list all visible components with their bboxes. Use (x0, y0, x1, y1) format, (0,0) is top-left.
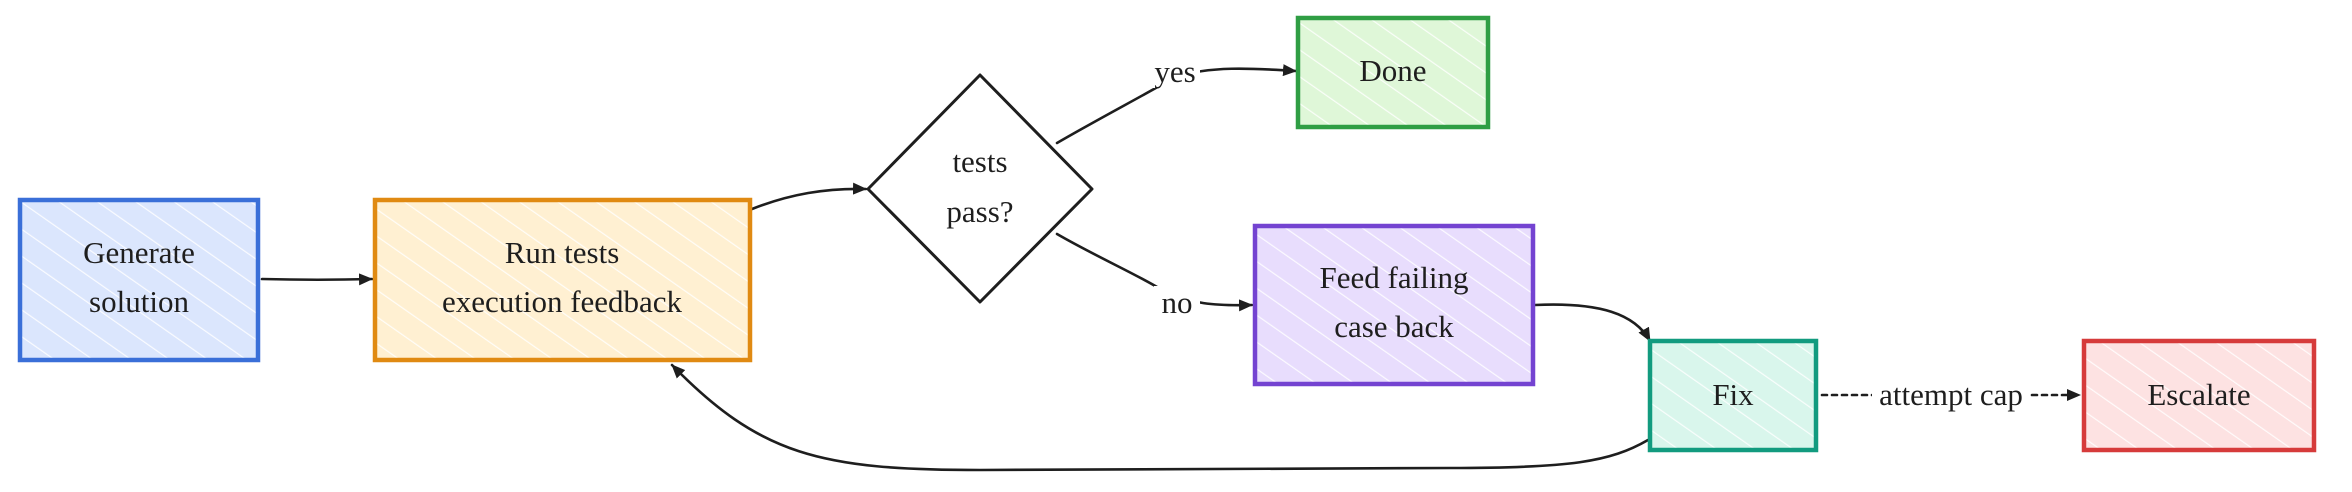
node-label-line: case back (1334, 309, 1454, 344)
node-fix[interactable]: Fix (1647, 338, 1819, 453)
node-generate-solution[interactable]: Generate solution (17, 197, 261, 363)
node-label-line: solution (89, 284, 189, 319)
node-label-line: tests (952, 144, 1007, 179)
node-label-line: execution feedback (442, 284, 683, 319)
edge-feed-back-to-fix (1533, 303, 1652, 343)
edge-labels: yes no attempt cap (1148, 52, 2030, 414)
node-label-line: Escalate (2147, 377, 2250, 412)
node-label-line: Generate (83, 235, 195, 270)
edge-label-yes: yes (1154, 54, 1195, 89)
node-label-line: pass? (946, 194, 1013, 229)
node-done[interactable]: Done (1295, 15, 1491, 130)
node-label-line: Fix (1712, 377, 1754, 412)
edge-label-attempt-cap: attempt cap (1879, 377, 2023, 412)
node-escalate[interactable]: Escalate (2081, 338, 2317, 453)
edge-generate-to-run-tests (260, 273, 374, 286)
node-run-tests[interactable]: Run tests execution feedback (372, 197, 753, 363)
node-label-line: Feed failing (1320, 260, 1469, 295)
node-tests-pass-decision[interactable]: tests pass? (866, 73, 1094, 304)
node-label-line: Done (1359, 53, 1426, 88)
node-label-line: Run tests (505, 235, 620, 270)
edge-label-no: no (1162, 285, 1193, 320)
edge-run-tests-to-decision (750, 182, 868, 211)
node-feed-failing-case-back[interactable]: Feed failing case back (1252, 223, 1536, 387)
edge-fix-to-run-tests (670, 363, 1650, 472)
